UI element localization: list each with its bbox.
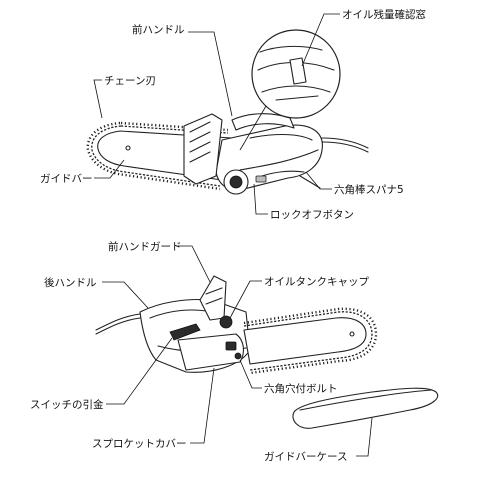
label-guide-bar-case: ガイドバーケース [264,451,347,463]
leader-front-hand-guard [178,245,211,283]
leader-sprocket-cover [190,367,215,444]
label-switch-trigger: スイッチの引金 [30,398,104,411]
leader-chain-blade [93,79,103,119]
top-motor-body [183,113,369,195]
bottom-guide-bar [243,307,378,375]
guide-bar-case [292,387,439,429]
label-lock-off-button: ロックオフボタン [270,209,354,221]
leader-guide-bar [94,159,125,179]
label-guide-bar: ガイドバー [40,173,93,185]
label-sprocket-cover: スプロケットカバー [92,438,187,450]
leader-hex-socket-bolt [239,359,262,389]
leader-oil-tank-cap [229,280,262,319]
leader-lock-off-button [253,183,268,215]
label-hex-wrench: 六角棒スパナ5 [334,183,404,196]
label-oil-tank-cap: オイルタンクキャップ [264,276,369,288]
leader-front-handle [188,31,233,117]
leader-switch-trigger [106,337,173,405]
top-chainsaw-illustration [86,29,369,195]
bottom-chainsaw-illustration [95,275,378,375]
label-front-hand-guard: 前ハンドガード [108,240,182,253]
label-rear-handle: 後ハンドル [44,276,97,289]
label-oil-window: オイル残量確認窓 [342,8,426,21]
leader-guide-bar-case [356,417,373,457]
label-front-handle: 前ハンドル [132,23,185,36]
leader-hex-wrench [305,171,332,190]
leader-rear-handle [102,281,149,309]
oil-window-magnifier [239,29,341,151]
leader-oil-window [301,13,340,67]
label-hex-socket-bolt: 六角穴付ボルト [264,382,338,395]
label-chain-blade: チェーン刃 [104,75,156,87]
